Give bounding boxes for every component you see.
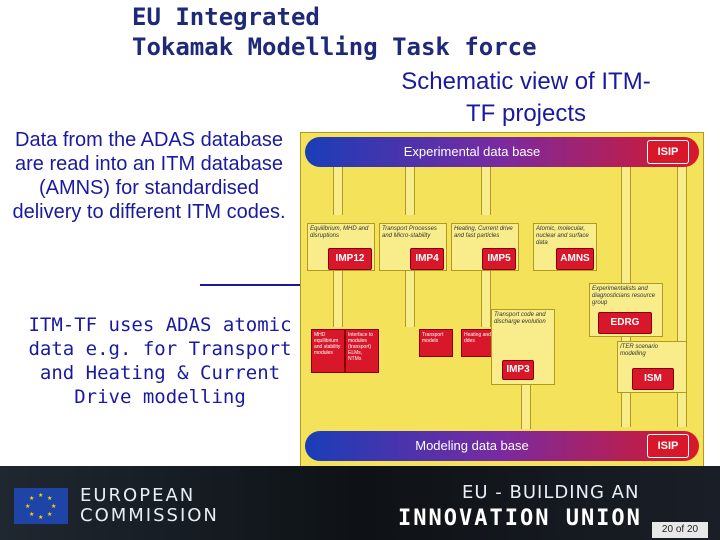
itm-usage-text: ITM-TF uses ADAS atomic data e.g. for Tr… xyxy=(28,314,292,408)
card-amns: Atomic, molecular, nuclear and surface d… xyxy=(533,223,597,271)
imp3-box: IMP3 xyxy=(502,360,534,380)
eu-flag-icon: ★★★ ★★★ ★★ xyxy=(14,488,68,524)
card-transport-code: Transport code and discharge evolution I… xyxy=(491,309,555,385)
page-number: 20 of 20 xyxy=(652,522,708,538)
card-iter: ITER scenario modelling ISM xyxy=(617,341,687,393)
edrg-box: EDRG xyxy=(598,312,652,334)
modeling-db-bar: Modeling data base ISIP xyxy=(305,431,699,461)
amns-box: AMNS xyxy=(556,248,594,270)
slide-title: EU Integrated Tokamak Modelling Task for… xyxy=(132,3,537,61)
connector xyxy=(333,269,343,327)
card-equilibrium: Equilibrium, MHD and disruptions IMP12 xyxy=(307,223,375,271)
european-commission-logo: EUROPEAN COMMISSION xyxy=(80,485,219,526)
eu-building-text: EU - BUILDING AN xyxy=(462,482,640,503)
isip-badge-top: ISIP xyxy=(647,140,689,164)
connector xyxy=(481,167,491,215)
mini-box-transport: Transport models xyxy=(419,329,453,357)
connector xyxy=(405,167,415,215)
imp12-box: IMP12 xyxy=(328,248,372,270)
slide-subtitle: Schematic view of ITM-TF projects xyxy=(401,68,651,127)
footer-banner: ★★★ ★★★ ★★ EUROPEAN COMMISSION EU - BUIL… xyxy=(0,466,720,540)
mini-box-mhd: MHD equilibrium and stability modules xyxy=(311,329,345,373)
ism-box: ISM xyxy=(632,368,674,390)
connector xyxy=(405,269,415,327)
imp5-box: IMP5 xyxy=(482,248,516,270)
mini-box-interface: Interface to modules (transport) ELMs, N… xyxy=(345,329,379,373)
connector xyxy=(333,167,343,215)
imp4-box: IMP4 xyxy=(410,248,444,270)
modeling-db-label: Modeling data base xyxy=(415,438,529,453)
connector xyxy=(677,167,687,427)
connector xyxy=(481,269,491,327)
itm-schematic-diagram: Experimental data base ISIP Equilibrium,… xyxy=(300,132,704,468)
mini-box-heating: Heating and ddes xyxy=(461,329,495,357)
card-edrg: Experimentalists and diagnosticians reso… xyxy=(589,283,663,337)
experimental-db-bar: Experimental data base ISIP xyxy=(305,137,699,167)
experimental-db-label: Experimental data base xyxy=(403,144,541,159)
isip-badge-bottom: ISIP xyxy=(647,434,689,458)
connector xyxy=(521,383,531,429)
adas-description: Data from the ADAS database are read int… xyxy=(12,129,286,223)
card-transport: Transport Processes and Micro-stability … xyxy=(379,223,447,271)
innovation-union-text: INNOVATION UNION xyxy=(398,506,642,531)
card-heating: Heating, Current drive and fast particle… xyxy=(451,223,519,271)
